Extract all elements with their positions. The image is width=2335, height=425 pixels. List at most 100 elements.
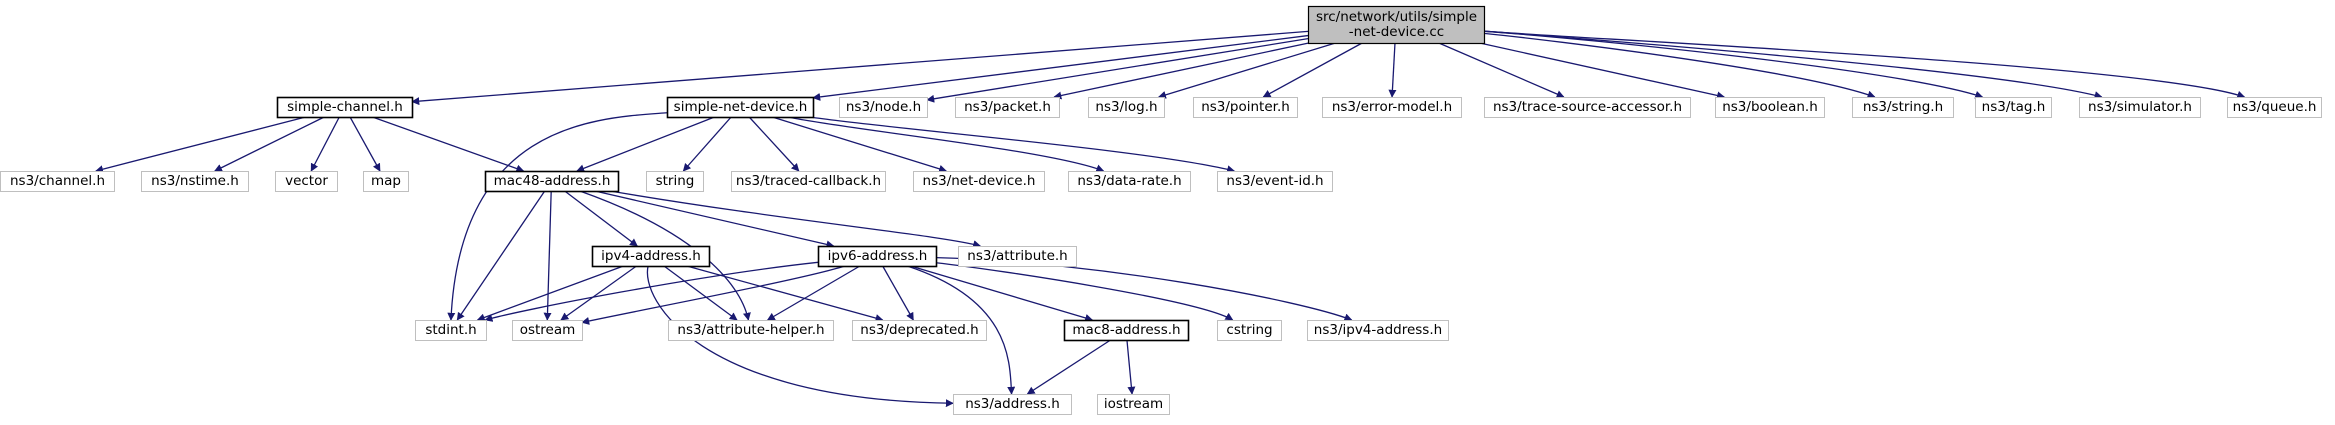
node-label: ns3/simulator.h bbox=[2088, 99, 2192, 115]
node-label: ns3/nstime.h bbox=[151, 173, 239, 189]
edge-simple-channel-to-channel bbox=[95, 116, 306, 174]
node-label: map bbox=[371, 173, 401, 189]
node-string: string bbox=[646, 171, 704, 192]
edge-simple-net-device-to-net-device bbox=[772, 116, 948, 173]
node-box bbox=[666, 96, 815, 119]
edge-root-to-trace-source-accessor bbox=[1438, 42, 1565, 98]
edge-simple-net-device-to-event-id bbox=[809, 116, 1236, 174]
edge-ipv6-to-mac8 bbox=[910, 265, 1094, 322]
edge-root-to-simple-net-device bbox=[812, 34, 1309, 101]
edge-root-to-pointer bbox=[1262, 42, 1363, 98]
node-log: ns3/log.h bbox=[1088, 97, 1165, 118]
node-mac8[interactable]: mac8-address.h bbox=[1063, 319, 1190, 342]
node-label: simple-net-device.h bbox=[674, 99, 808, 115]
edge-arrow bbox=[1262, 42, 1363, 98]
node-label: ns3/packet.h bbox=[964, 99, 1051, 115]
node-label: ostream bbox=[520, 322, 576, 338]
node-label: ns3/data-rate.h bbox=[1077, 173, 1181, 189]
node-vector: vector bbox=[275, 171, 338, 192]
node-label: ns3/tag.h bbox=[1982, 99, 2046, 115]
edge-root-to-simulator bbox=[1483, 30, 2103, 100]
node-trace-source-accessor: ns3/trace-source-accessor.h bbox=[1484, 97, 1691, 118]
edge-simple-net-device-to-data-rate bbox=[787, 116, 1105, 173]
node-net-device: ns3/net-device.h bbox=[913, 171, 1045, 192]
edge-arrow bbox=[812, 34, 1309, 101]
node-label: iostream bbox=[1104, 396, 1163, 412]
node-ipv6[interactable]: ipv6-address.h bbox=[817, 245, 938, 268]
node-simulator: ns3/simulator.h bbox=[2079, 97, 2201, 118]
edge-arrow bbox=[1438, 42, 1565, 98]
node-root[interactable]: src/network/utils/simple-net-device.cc bbox=[1307, 5, 1486, 45]
node-box bbox=[1063, 319, 1190, 342]
node-label: ipv4-address.h bbox=[601, 248, 701, 264]
edge-arrow bbox=[564, 190, 638, 247]
node-label: -net-device.cc bbox=[1349, 24, 1444, 40]
edge-simple-channel-to-map bbox=[349, 116, 381, 172]
node-deprecated: ns3/deprecated.h bbox=[852, 320, 987, 341]
node-label: vector bbox=[285, 173, 328, 189]
edge-simple-net-device-to-string bbox=[682, 116, 732, 172]
node-tag: ns3/tag.h bbox=[1975, 97, 2052, 118]
node-box bbox=[646, 171, 704, 192]
node-ns3-ipv4-address: ns3/ipv4-address.h bbox=[1307, 320, 1449, 341]
node-address: ns3/address.h bbox=[953, 394, 1072, 415]
edge-ipv6-to-ostream bbox=[581, 265, 846, 325]
node-ostream: ostream bbox=[512, 320, 583, 341]
edge-ipv4-to-deprecated bbox=[686, 265, 884, 322]
edge-arrow bbox=[576, 116, 715, 173]
edge-simple-net-device-to-stdint bbox=[447, 112, 668, 321]
edge-arrow bbox=[1053, 42, 1309, 100]
node-string-h: ns3/string.h bbox=[1852, 97, 1954, 118]
edge-root-to-tag bbox=[1483, 30, 1984, 99]
edge-mac8-to-address bbox=[1026, 339, 1111, 395]
edge-mac48-to-ipv4 bbox=[564, 190, 638, 247]
node-box bbox=[913, 171, 1045, 192]
edge-arrow bbox=[663, 265, 738, 321]
node-channel: ns3/channel.h bbox=[0, 171, 115, 192]
edge-arrow bbox=[682, 116, 732, 172]
edge-arrow bbox=[1157, 42, 1336, 99]
node-box bbox=[275, 171, 338, 192]
node-label: ns3/node.h bbox=[846, 99, 921, 115]
edge-simple-net-device-to-traced-callback bbox=[748, 116, 800, 172]
node-box bbox=[591, 245, 711, 268]
node-label: string bbox=[656, 173, 695, 189]
node-label: cstring bbox=[1226, 322, 1272, 338]
node-ipv4[interactable]: ipv4-address.h bbox=[591, 245, 711, 268]
edge-ipv6-to-cstring bbox=[935, 262, 1234, 321]
node-label: ns3/net-device.h bbox=[923, 173, 1036, 189]
edge-arrow bbox=[1479, 42, 1726, 100]
edge-arrow bbox=[772, 116, 948, 173]
edge-arrow bbox=[456, 190, 546, 321]
edge-arrow bbox=[476, 265, 624, 322]
edge-mac48-to-ostream bbox=[543, 190, 552, 321]
node-label: ns3/attribute-helper.h bbox=[677, 322, 824, 338]
edge-ipv6-to-address bbox=[907, 265, 1016, 395]
node-error-model: ns3/error-model.h bbox=[1322, 97, 1462, 118]
node-label: mac8-address.h bbox=[1072, 322, 1180, 338]
edge-arrow bbox=[809, 116, 1236, 174]
node-simple-net-device[interactable]: simple-net-device.h bbox=[666, 96, 815, 119]
node-box bbox=[141, 171, 249, 192]
edge-arrow bbox=[766, 265, 861, 321]
edge-arrow bbox=[1483, 30, 2246, 99]
edge-simple-channel-to-vector bbox=[310, 116, 340, 172]
edge-ipv4-to-address bbox=[646, 265, 954, 408]
edge-arrow bbox=[1026, 339, 1111, 395]
node-box bbox=[0, 171, 115, 192]
edge-arrow bbox=[646, 265, 954, 408]
node-box bbox=[852, 320, 987, 341]
edge-arrow bbox=[1483, 32, 1876, 99]
edge-arrow bbox=[609, 190, 982, 248]
node-simple-channel[interactable]: simple-channel.h bbox=[276, 96, 414, 119]
node-box bbox=[1097, 394, 1170, 415]
node-label: ns3/pointer.h bbox=[1201, 99, 1290, 115]
edge-mac48-to-attribute bbox=[609, 190, 982, 248]
node-label: ns3/address.h bbox=[965, 396, 1060, 412]
node-mac48[interactable]: mac48-address.h bbox=[484, 170, 620, 193]
edge-simple-net-device-to-mac48 bbox=[576, 116, 715, 173]
edge-arrow bbox=[1388, 42, 1397, 98]
edges-layer bbox=[95, 30, 2246, 408]
edge-ipv6-to-deprecated bbox=[882, 265, 914, 321]
edge-arrow bbox=[748, 116, 800, 172]
